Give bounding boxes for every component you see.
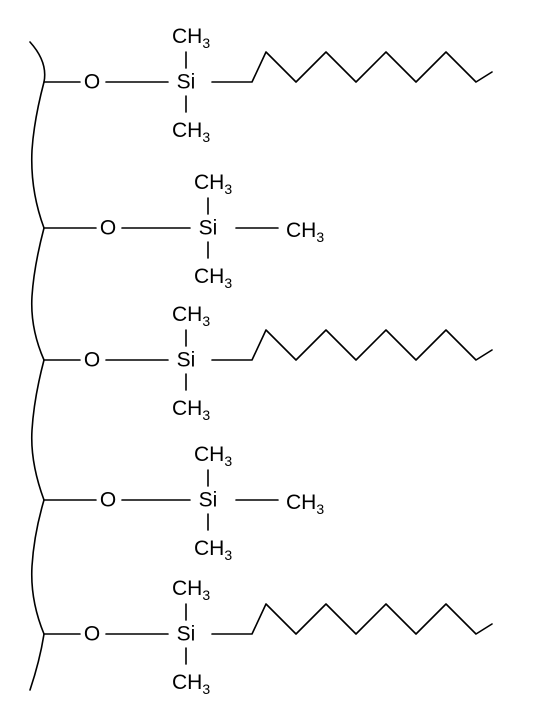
methyl-bottom-subscript: 3 [224,275,232,291]
silicon-atom: Si [177,623,196,646]
silicon-atom: Si [199,489,218,512]
methyl-right-subscript: 3 [316,501,324,517]
methyl-top-subscript: 3 [224,453,232,469]
methyl-right-base: CH [286,219,316,242]
methyl-bottom: CH3 [172,119,210,146]
methyl-bottom-base: CH [172,119,202,142]
methyl-bottom-subscript: 3 [202,407,210,423]
methyl-right: CH3 [286,491,324,518]
methyl-bottom-subscript: 3 [202,129,210,145]
methyl-top-subscript: 3 [202,35,210,51]
methyl-bottom: CH3 [172,397,210,424]
methyl-top: CH3 [172,303,210,330]
methyl-top-base: CH [172,303,202,326]
methyl-top-subscript: 3 [224,181,232,197]
methyl-bottom: CH3 [194,265,232,292]
silicon-atom: Si [177,71,196,94]
oxygen-atom: O [84,349,100,372]
methyl-right-base: CH [286,491,316,514]
methyl-top-base: CH [172,25,202,48]
methyl-top: CH3 [172,577,210,604]
oxygen-atom: O [100,489,116,512]
methyl-bottom-base: CH [194,265,224,288]
methyl-right: CH3 [286,219,324,246]
methyl-top-base: CH [172,577,202,600]
methyl-bottom-base: CH [172,397,202,420]
methyl-top-subscript: 3 [202,313,210,329]
oxygen-atom: O [84,71,100,94]
methyl-bottom-base: CH [172,671,202,694]
methyl-top: CH3 [172,25,210,52]
oxygen-atom: O [100,217,116,240]
methyl-bottom: CH3 [194,537,232,564]
methyl-bottom: CH3 [172,671,210,698]
methyl-right-subscript: 3 [316,229,324,245]
methyl-top-subscript: 3 [202,587,210,603]
oxygen-atom: O [84,623,100,646]
methyl-bottom-base: CH [194,537,224,560]
methyl-bottom-subscript: 3 [224,547,232,563]
methyl-top-base: CH [194,171,224,194]
methyl-top: CH3 [194,171,232,198]
methyl-top-base: CH [194,443,224,466]
methyl-top: CH3 [194,443,232,470]
silicon-atom: Si [199,217,218,240]
methyl-bottom-subscript: 3 [202,681,210,697]
silicon-atom: Si [177,349,196,372]
octyl-chain [211,603,493,635]
octyl-chain [211,51,493,83]
octyl-chain [211,329,493,361]
silica-surface-line [29,41,46,691]
